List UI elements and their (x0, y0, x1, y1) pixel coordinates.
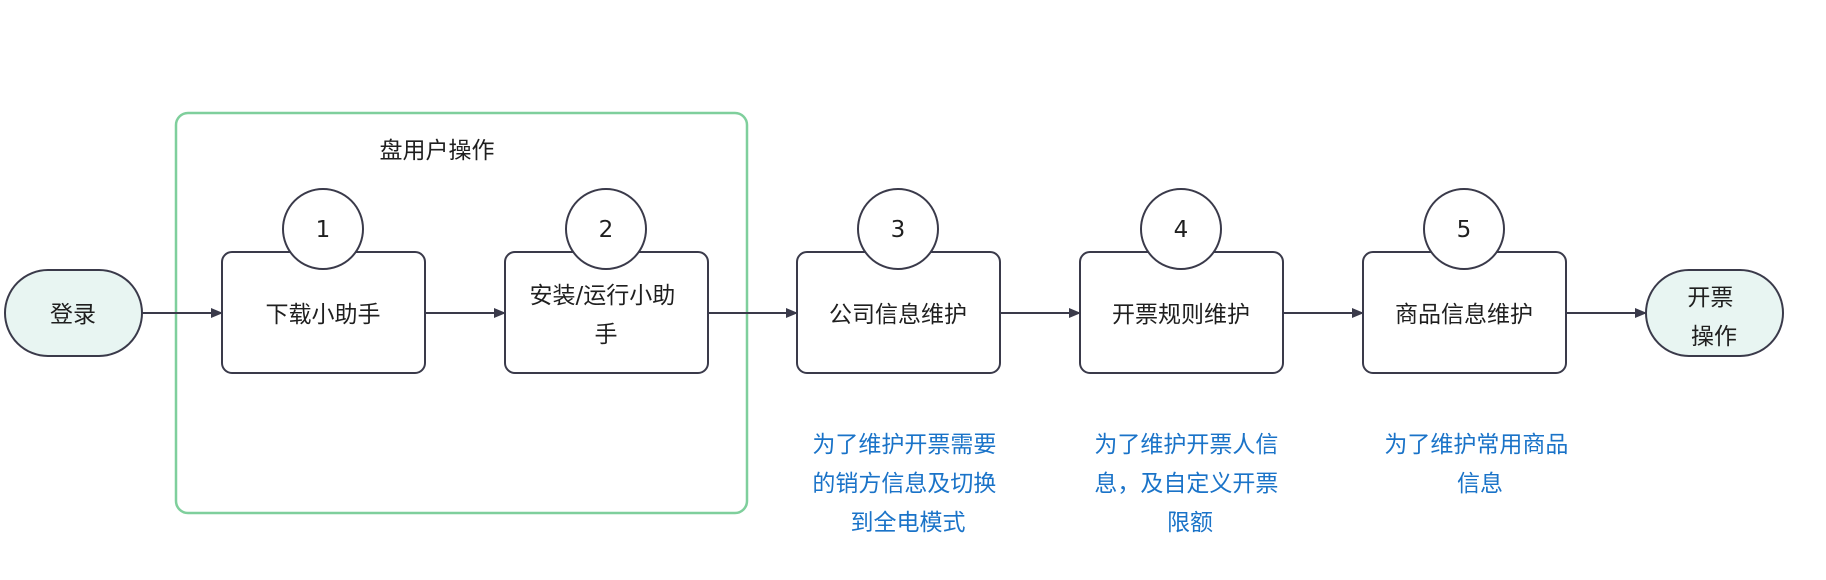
note-line: 为了维护开票人信 (1094, 432, 1278, 458)
note-line: 到全电模式 (851, 510, 966, 536)
end-terminal-label-line: 操作 (1691, 324, 1737, 350)
step-number: 2 (599, 217, 614, 243)
note-line: 的销方信息及切换 (812, 471, 996, 497)
step-number: 4 (1174, 217, 1189, 243)
group-title: 盘用户操作 (380, 138, 495, 164)
start-terminal-shape (4, 269, 143, 357)
note-line: 为了维护开票需要 (812, 432, 996, 458)
note-step-3: 为了维护开票需要 的销方信息及切换 到全电模式 (812, 432, 1003, 536)
step-4: 4 开票规则维护 (1079, 188, 1284, 374)
end-terminal-label-line: 开票 (1687, 285, 1733, 311)
step-label: 下载小助手 (266, 302, 381, 328)
start-terminal-label: 登录 (50, 302, 96, 328)
step-5: 5 商品信息维护 (1362, 188, 1567, 374)
note-text: 为了维护开票需要 的销方信息及切换 到全电模式 (812, 432, 1003, 536)
step-number-badge (565, 188, 647, 270)
step-label: 安装/运行小助 手 (529, 283, 682, 348)
step-number-badge (1140, 188, 1222, 270)
end-terminal: 开票 操作 (1645, 269, 1784, 357)
step-1: 1 下载小助手 (221, 188, 426, 374)
end-terminal-label: 开票 操作 (1687, 285, 1740, 350)
note-line: 限额 (1167, 510, 1213, 536)
step-label: 开票规则维护 (1112, 302, 1250, 328)
step-label-line: 手 (595, 322, 618, 348)
note-line: 信息 (1457, 471, 1503, 497)
step-label-line: 开票规则维护 (1112, 302, 1250, 328)
step-number: 5 (1457, 217, 1472, 243)
step-label-line: 商品信息维护 (1395, 302, 1533, 328)
step-number: 1 (316, 217, 331, 243)
note-step-5: 为了维护常用商品 信息 (1384, 432, 1575, 497)
step-label-line: 公司信息维护 (829, 302, 967, 328)
step-label-line: 下载小助手 (266, 302, 381, 328)
end-terminal-shape (1645, 269, 1784, 357)
step-3: 3 公司信息维护 (796, 188, 1001, 374)
step-box (504, 251, 709, 374)
step-label: 商品信息维护 (1395, 302, 1533, 328)
start-terminal: 登录 (4, 269, 143, 357)
step-number-badge (282, 188, 364, 270)
note-text: 为了维护开票人信 息，及自定义开票 限额 (1094, 432, 1285, 536)
step-number-badge (857, 188, 939, 270)
step-number: 3 (891, 217, 906, 243)
step-number-badge (1423, 188, 1505, 270)
step-label-line: 安装/运行小助 (529, 283, 675, 309)
note-line: 为了维护常用商品 (1384, 432, 1568, 458)
note-line: 息，及自定义开票 (1094, 471, 1278, 497)
note-text: 为了维护常用商品 信息 (1384, 432, 1575, 497)
step-label: 公司信息维护 (829, 302, 967, 328)
step-2: 2 安装/运行小助 手 (504, 188, 709, 374)
note-step-4: 为了维护开票人信 息，及自定义开票 限额 (1094, 432, 1285, 536)
